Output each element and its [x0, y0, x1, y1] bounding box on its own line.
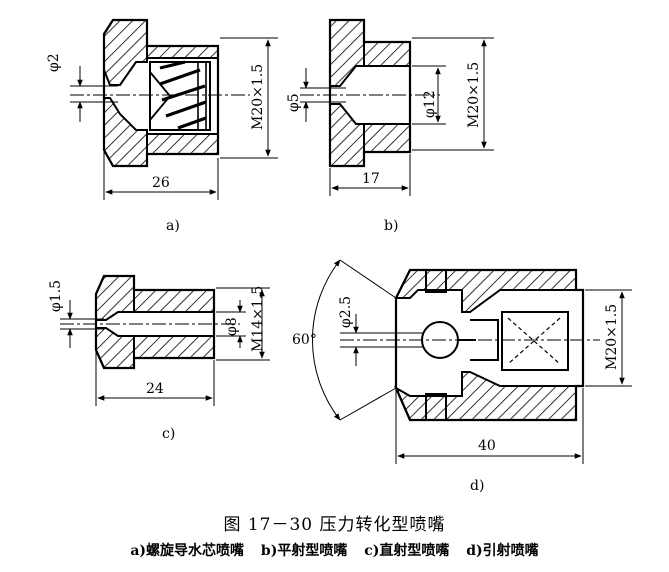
- panel-b-dia-bore-label: φ12: [422, 90, 438, 118]
- figure-subcaptions: a)螺旋导水芯喷嘴 b)平射型喷嘴 c)直射型喷嘴 d)引射喷嘴: [0, 540, 669, 560]
- panel-d-angle-label: 60°: [292, 332, 317, 348]
- panel-d-ejector-nozzle: [312, 259, 632, 464]
- panel-a-spiral-nozzle: [70, 18, 278, 200]
- panel-c-thread-label: M14×1.5: [250, 286, 266, 352]
- panel-d-caption-label: d): [470, 478, 484, 494]
- panel-d-dia-label: φ2.5: [338, 296, 354, 328]
- panel-a-length-label: 26: [152, 175, 170, 191]
- panel-a-caption-label: a): [166, 218, 180, 234]
- panel-b-dia-small-label: φ5: [286, 93, 302, 112]
- subcaption-d: d)引射喷嘴: [466, 543, 539, 559]
- panel-b-flat-nozzle: [300, 18, 494, 196]
- panel-d-length-label: 40: [478, 438, 496, 454]
- panel-b-caption-label: b): [384, 218, 398, 234]
- panel-c-bore-label: φ8: [224, 317, 240, 336]
- panel-c-length-label: 24: [146, 381, 164, 397]
- subcaption-c: c)直射型喷嘴: [364, 543, 450, 559]
- panel-a-thread-label: M20×1.5: [250, 64, 266, 130]
- panel-c-straight-nozzle: [60, 274, 270, 406]
- panel-a-dia-label: φ2: [46, 53, 62, 72]
- subcaption-a: a)螺旋导水芯喷嘴: [130, 543, 245, 559]
- panel-c-dia-label: φ1.5: [48, 280, 64, 312]
- figure-title: 图 17－30 压力转化型喷嘴: [223, 515, 446, 535]
- panel-b-thread-label: M20×1.5: [466, 62, 482, 128]
- subcaption-b: b)平射型喷嘴: [260, 543, 348, 559]
- panel-d-thread-label: M20×1.5: [604, 304, 620, 370]
- panel-c-caption-label: c): [162, 426, 175, 442]
- panel-b-length-label: 17: [362, 171, 380, 187]
